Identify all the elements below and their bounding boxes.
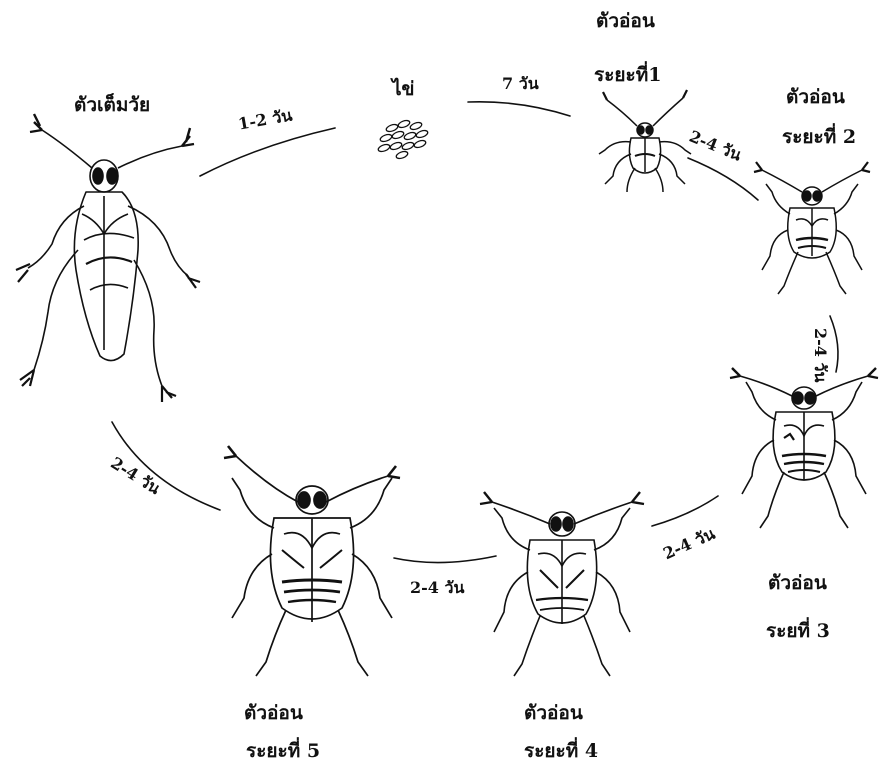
arc-egg-to-n1 bbox=[468, 102, 570, 116]
nymph-stage-3-drawing bbox=[730, 368, 878, 528]
adult-insect-drawing bbox=[16, 114, 200, 402]
arc-adult-to-egg bbox=[200, 128, 335, 176]
duration-egg-to-n1: 7 วัน bbox=[502, 76, 539, 92]
eggs-cluster bbox=[377, 119, 428, 160]
label-nymph4-stage: ระยะที่ 4 bbox=[524, 742, 598, 761]
label-nymph5-title: ตัวอ่อน bbox=[244, 704, 303, 723]
arc-n4-to-n5 bbox=[394, 556, 496, 563]
label-nymph2-stage: ระยะที่ 2 bbox=[782, 128, 856, 147]
label-nymph5-stage: ระยะที่ 5 bbox=[246, 742, 320, 761]
nymph-stage-2-drawing bbox=[754, 162, 870, 294]
cycle-arcs bbox=[112, 102, 838, 563]
arc-n1-to-n2 bbox=[688, 158, 758, 200]
nymph-stage-5-drawing bbox=[224, 446, 400, 676]
label-nymph4-title: ตัวอ่อน bbox=[524, 704, 583, 723]
duration-n2-to-n3: 2-4 วัน bbox=[812, 328, 828, 382]
label-adult: ตัวเต็มวัย bbox=[74, 96, 150, 115]
label-egg: ไข่ bbox=[392, 80, 415, 99]
duration-n4-to-n5: 2-4 วัน bbox=[410, 580, 464, 596]
label-nymph1-title: ตัวอ่อน bbox=[596, 12, 655, 31]
nymph-stage-4-drawing bbox=[480, 492, 644, 676]
label-nymph1-stage: ระยะที่1 bbox=[594, 66, 662, 85]
nymph-stage-1-drawing bbox=[599, 90, 691, 192]
label-nymph2-title: ตัวอ่อน bbox=[786, 88, 845, 107]
arc-n2-to-n3 bbox=[830, 316, 838, 372]
label-nymph3-title: ตัวอ่อน bbox=[768, 574, 827, 593]
label-nymph3-stage: ระยที่ 3 bbox=[766, 622, 830, 641]
arc-n3-to-n4 bbox=[652, 496, 718, 526]
